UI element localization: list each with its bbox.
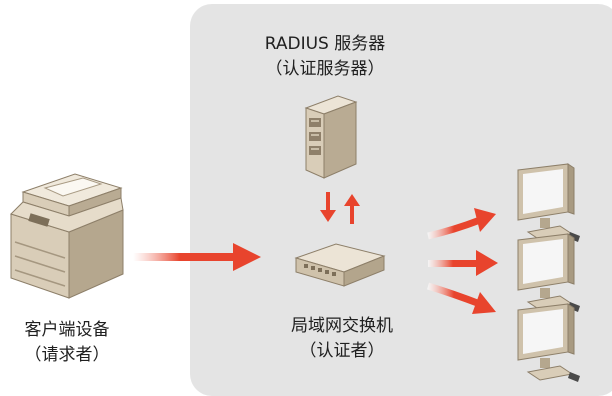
client-to-switch-arrow [133,240,265,274]
desktop-monitor-icon [512,232,584,314]
switch-label-line2: （认证者） [299,341,385,361]
radius-server-label-line1: RADIUS 服务器 [264,34,386,54]
switch-to-computers-arrows [424,202,504,322]
client-label-line1: 客户端设备 [24,320,110,340]
switch-label-line1: 局域网交换机 [291,316,393,336]
multifunction-printer-icon [5,170,130,305]
switch-label: 局域网交换机 （认证者） [262,314,422,364]
client-label: 客户端设备 （请求者） [2,318,132,368]
radius-server-label: RADIUS 服务器 （认证服务器） [230,32,420,82]
desktop-monitor-icon [512,302,584,384]
server-tower-icon [300,92,360,182]
auth-exchange-arrows [312,188,368,230]
network-switch-icon [292,240,388,290]
client-label-line2: （请求者） [24,345,110,365]
desktop-monitor-icon [512,162,584,244]
radius-server-label-line2: （认证服务器） [265,59,385,79]
